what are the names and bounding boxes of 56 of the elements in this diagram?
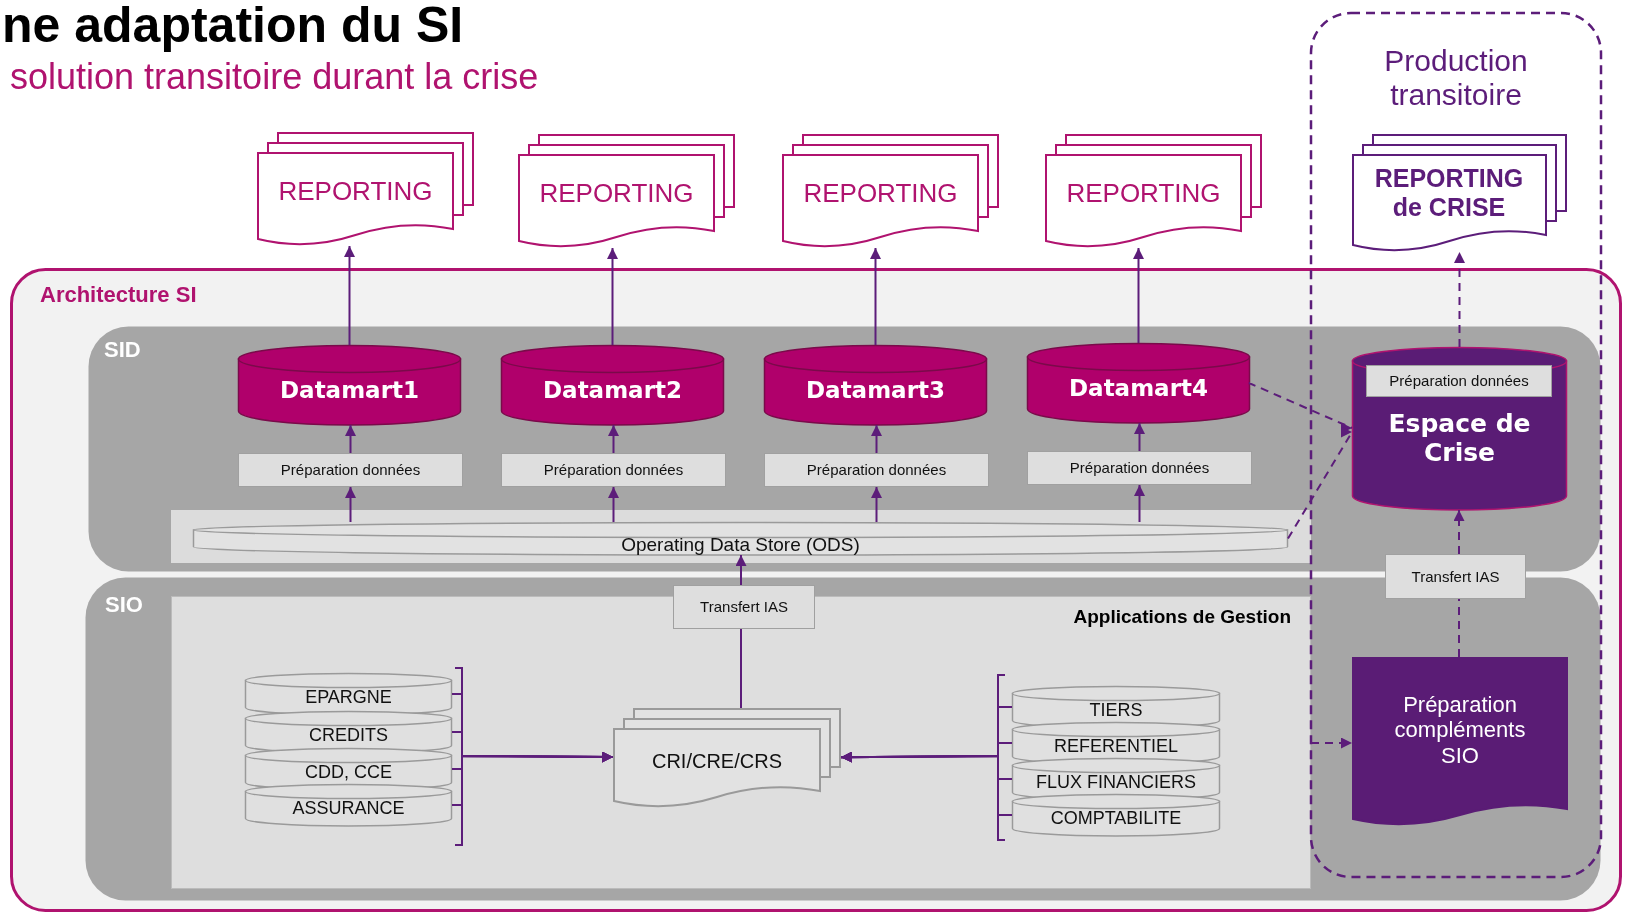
arrow [607,247,618,346]
group-title: SID [104,337,141,363]
node-label: CDD, CCE [305,761,392,783]
group-title: Architecture SI [40,282,197,308]
node-label: TIERS [1089,699,1143,721]
node-label: Datamart2 [543,377,682,404]
node-label: REPORTING [1066,179,1221,209]
arrow [871,424,882,454]
node-label: Préparation compléments SIO [1393,692,1527,768]
node-label: REFERENTIEL [1054,735,1178,757]
connector-line [740,628,742,709]
node-label: Préparation données [280,461,421,479]
arrow [735,554,747,586]
dashed-arrow [1248,382,1353,429]
page-title: ne adaptation du SI [2,0,464,54]
node-label: CREDITS [309,724,388,746]
dashed-arrow [1454,251,1465,348]
group-title: Production transitoire [1383,43,1529,113]
arrow [345,424,356,454]
node-label: REPORTING [539,179,694,209]
arrow [345,486,356,523]
node-label: Préparation données [543,461,684,479]
arrow [840,751,1013,816]
node-label: Préparation données [806,461,947,479]
arrow [344,245,355,346]
arrow [451,751,614,806]
node-label: CRI/CRE/CRS [652,749,782,773]
dashed-arrow [1453,509,1465,555]
node-label: REPORTING de CRISE [1373,164,1525,222]
arrow [870,247,881,346]
group-title: Applications de Gestion [1073,606,1291,628]
dashed-line [1458,598,1460,658]
dashed-arrow [1310,737,1353,749]
node-label: REPORTING [278,177,433,207]
node-label: Préparation données [1389,372,1529,390]
arrow [608,486,619,523]
node-label: COMPTABILITE [1050,807,1182,829]
node-label: Datamart4 [1069,375,1208,402]
arrow [608,424,619,454]
node-label: REPORTING [803,179,958,209]
node-label: Transfert IAS [700,598,788,616]
node-label: EPARGNE [305,686,392,708]
node-label: Operating Data Store (ODS) [621,533,860,556]
arrow [1134,484,1145,523]
node-label: Datamart3 [806,377,945,404]
arrow [871,486,882,523]
arrow [1133,247,1144,344]
group-title: SIO [105,592,143,618]
node-label: FLUX FINANCIERS [1036,771,1196,793]
subtitle: solution transitoire durant la crise [10,56,539,98]
node-label: Datamart1 [280,377,419,404]
node-label: Préparation données [1069,459,1210,477]
node-label: Espace de Crise [1387,410,1532,468]
node-label: Transfert IAS [1411,567,1500,586]
node-label: ASSURANCE [292,797,405,819]
arrow [1134,422,1145,452]
